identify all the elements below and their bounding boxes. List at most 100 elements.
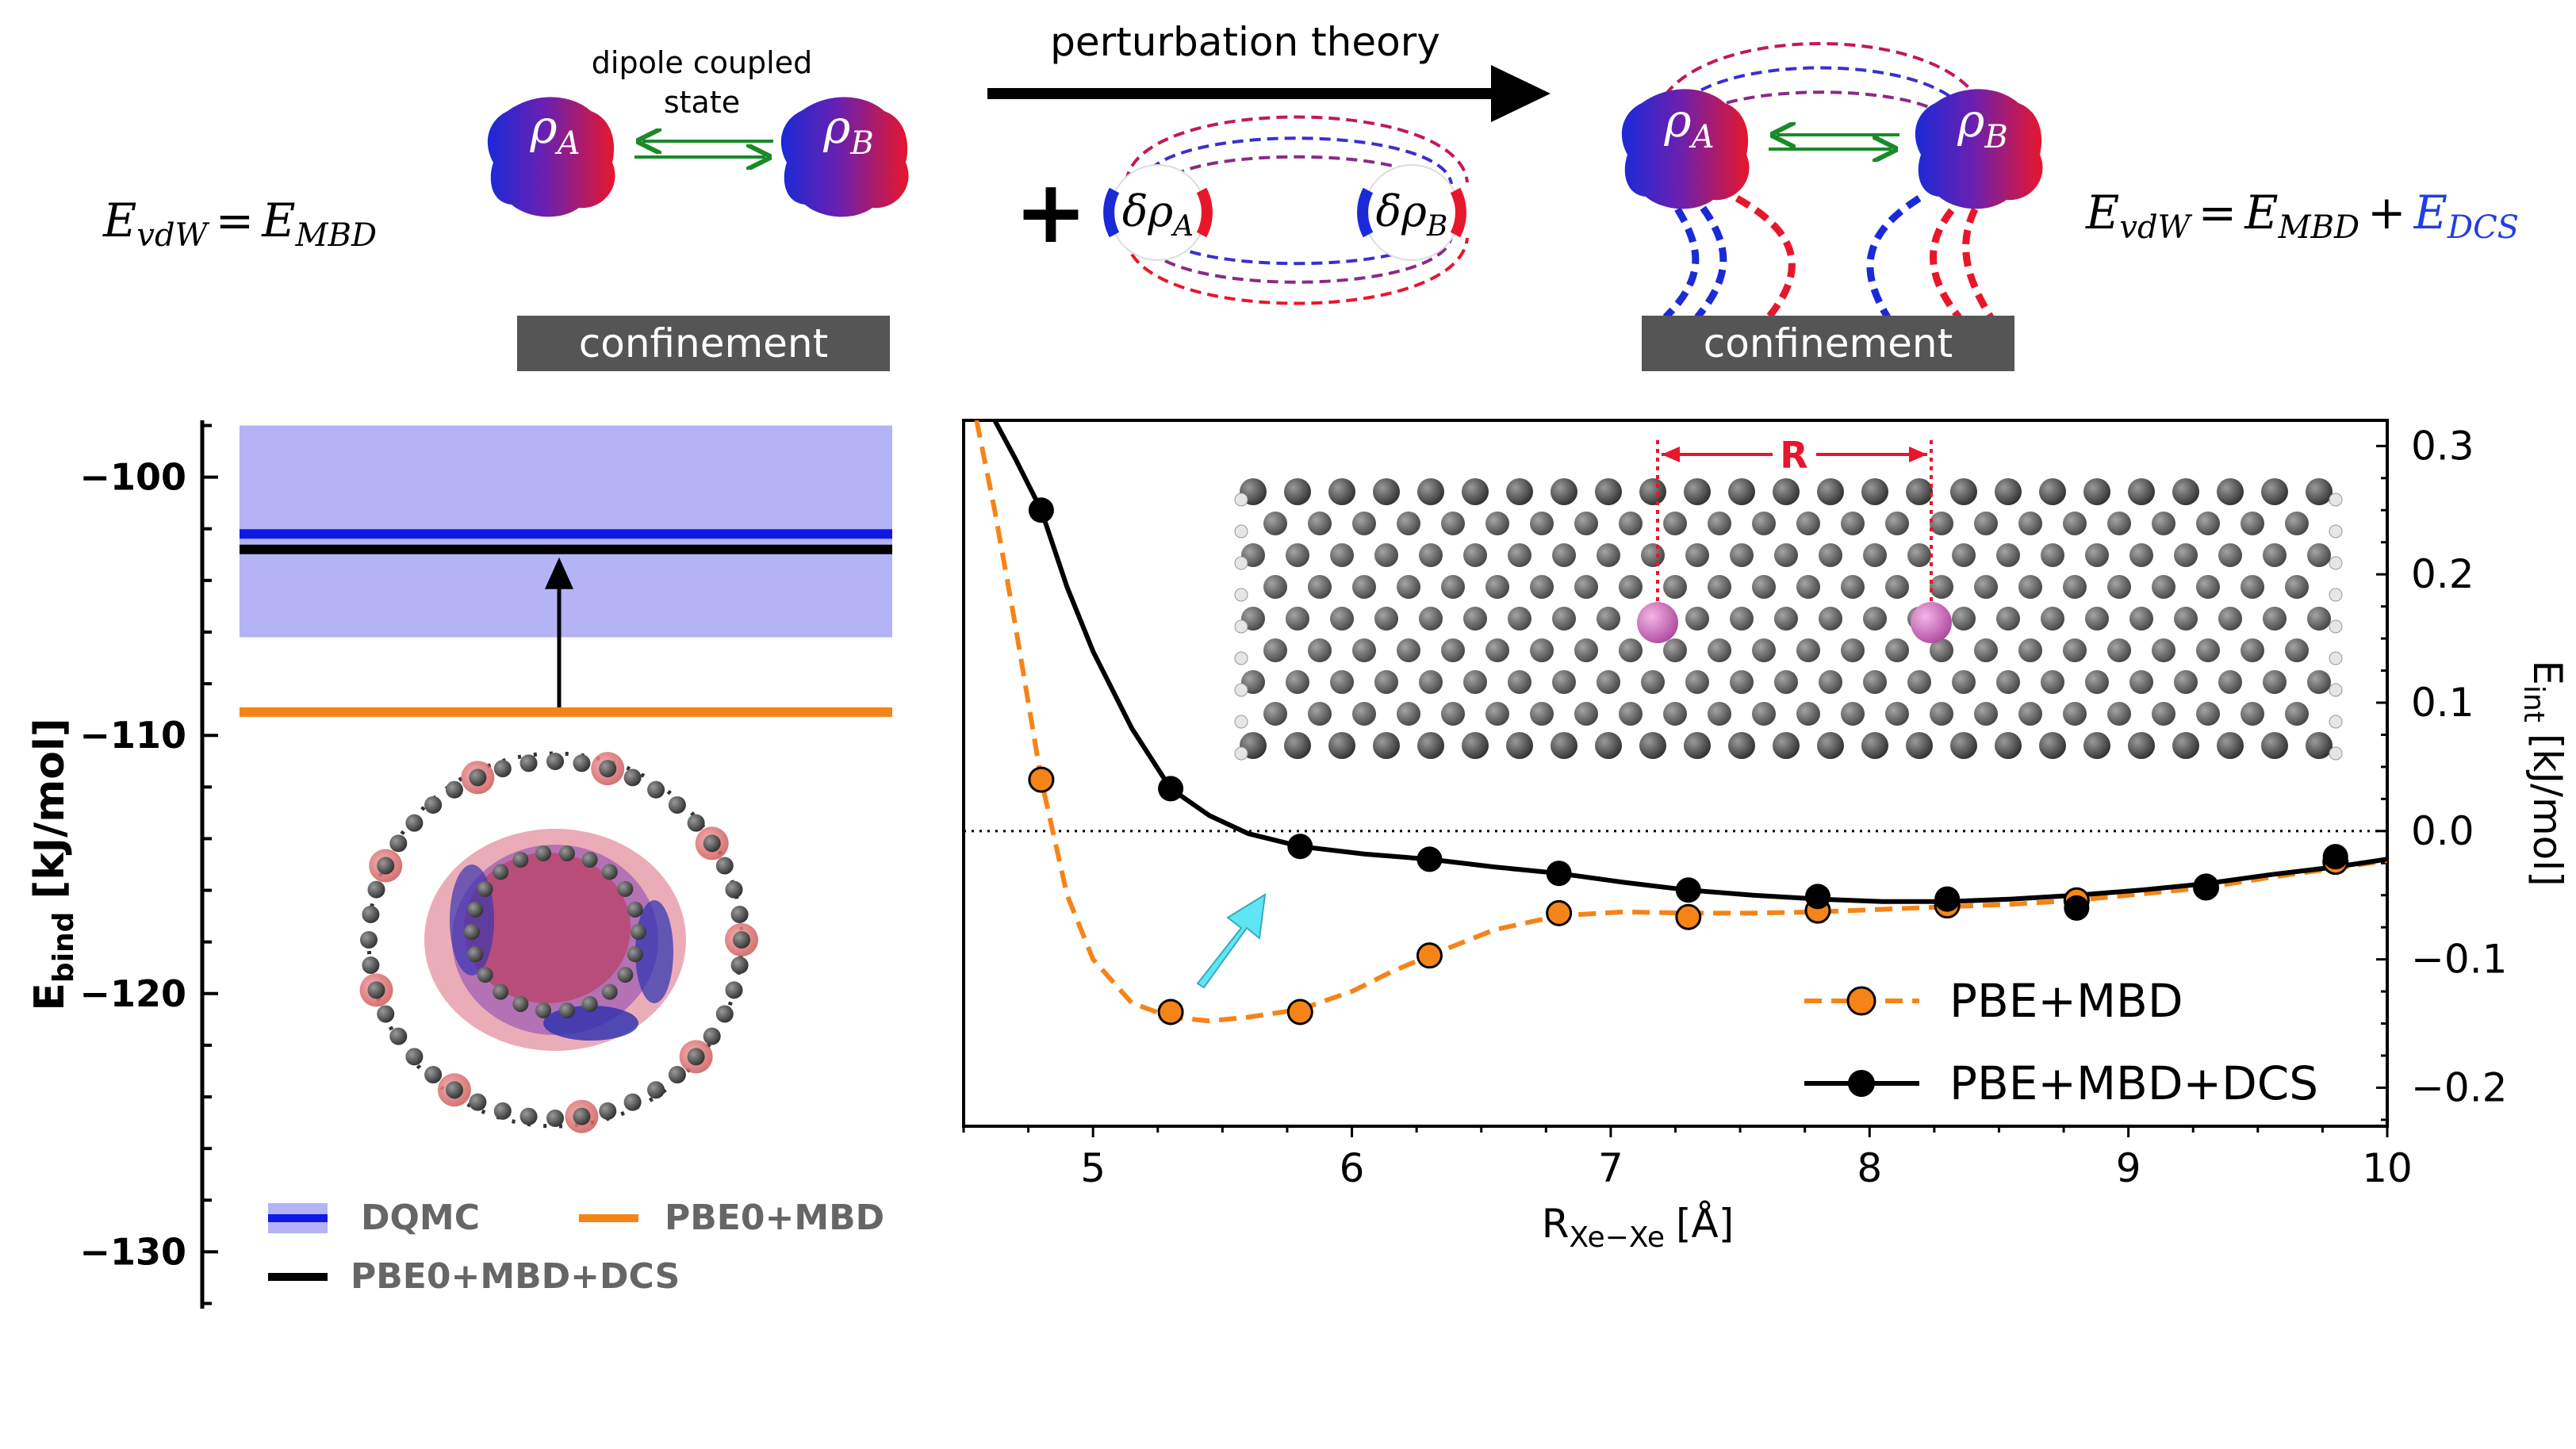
confinement-field-lines [1662, 188, 1994, 320]
carbon-atom [424, 1066, 443, 1084]
r-arrow-left [1662, 447, 1680, 462]
carbon-atom [535, 845, 552, 862]
carbon-atom [2285, 638, 2309, 662]
carbon-atom [1685, 607, 1709, 631]
carbon-atom [1773, 478, 1800, 505]
carbon-atom [2263, 607, 2287, 631]
carbon-atom [1328, 478, 1355, 505]
carbon-atom [377, 1005, 395, 1023]
carbon-atom [1441, 702, 1465, 726]
carbon-atom [581, 852, 598, 868]
carbon-atom [1817, 478, 1844, 505]
carbon-atom [1796, 638, 1820, 662]
carbon-atom [467, 901, 484, 918]
carbon-atom [1841, 512, 1865, 535]
pbe-mbd-dcs-point [1158, 776, 1184, 802]
hydrogen-atom [1234, 556, 1248, 570]
rho-b-label-right: ρB [1957, 94, 2008, 155]
carbon-atom [2152, 702, 2175, 726]
carbon-atom [1374, 670, 1398, 694]
right-equation: EvdW=EMBD+EDCS [2085, 186, 2519, 246]
carbon-atom [1352, 702, 1376, 726]
carbon-atom [1907, 543, 1931, 567]
dipole-coupled-label: dipole coupled [592, 45, 812, 80]
carbon-atom [725, 880, 743, 899]
carbon-atom [1684, 732, 1711, 759]
carbon-atom [1597, 543, 1620, 567]
carbon-atom [1373, 478, 1400, 505]
carbon-atom [1863, 670, 1887, 694]
carbon-atom [1574, 575, 1598, 599]
carbon-atom [2039, 732, 2066, 759]
carbon-atom [1639, 478, 1666, 505]
carbon-atom [1685, 670, 1709, 694]
carbon-atom [1308, 702, 1332, 726]
carbon-atom [1641, 543, 1665, 567]
carbon-atom [1551, 478, 1577, 505]
carbon-atom [623, 1093, 642, 1111]
carbon-atom [2018, 512, 2042, 535]
carbon-atom [1530, 638, 1554, 662]
carbon-atom [2128, 732, 2155, 759]
carbon-atom [1574, 512, 1598, 535]
hydrogen-atom [1234, 588, 1248, 602]
carbon-atom [1595, 478, 1622, 505]
pbe-mbd-point [1028, 766, 1055, 793]
density-blob-b-left: ρB [780, 97, 909, 217]
x-tick-label: 5 [1080, 1145, 1106, 1191]
hydrogen-atom [1234, 746, 1248, 761]
carbon-atom [1974, 575, 1998, 599]
xe-atom-1 [1637, 602, 1678, 643]
density-blob-a-left: ρA [487, 97, 615, 217]
carbon-atom [2085, 670, 2109, 694]
carbon-atom [377, 857, 395, 875]
pbe-mbd-dcs-point [1805, 884, 1830, 910]
density-blob-b-right: ρB [1915, 89, 2043, 209]
carbon-atom [601, 983, 618, 1000]
carbon-atom [1817, 732, 1844, 759]
carbon-atom [1352, 512, 1376, 535]
carbon-atom [1952, 543, 1976, 567]
right-legend: PBE+MBD PBE+MBD+DCS [1804, 974, 2318, 1110]
carbon-atom [1996, 543, 2020, 567]
carbon-atom [1641, 670, 1665, 694]
carbon-atom [493, 760, 512, 778]
carbon-atom [2041, 543, 2064, 567]
carbon-atom [1619, 638, 1643, 662]
carbon-atom [2129, 543, 2153, 567]
carbon-atom [1574, 702, 1598, 726]
carbon-atom [1861, 478, 1888, 505]
carbon-atom [1685, 543, 1709, 567]
carbon-atom [546, 1110, 564, 1127]
carbon-atom [1995, 732, 2022, 759]
carbon-atom [2196, 512, 2220, 535]
y-tick-label: 0.3 [2411, 423, 2474, 469]
carbon-atom [1574, 638, 1598, 662]
carbon-atom [1974, 638, 1998, 662]
carbon-atom [558, 1002, 575, 1018]
x-tick-label: 7 [1598, 1145, 1623, 1191]
carbon-atom [2152, 575, 2175, 599]
carbon-atom [1462, 478, 1489, 505]
carbon-atom [546, 753, 564, 770]
carbon-atom [1441, 575, 1465, 599]
carbon-atom [1508, 543, 1531, 567]
carbon-atom [1374, 607, 1398, 631]
carbon-atom [1974, 702, 1998, 726]
hydrogen-atom [1234, 619, 1248, 634]
carbon-atom [1708, 638, 1731, 662]
carbon-atom [1352, 638, 1376, 662]
x-tick-label: 10 [2362, 1145, 2413, 1191]
carbon-atom [1796, 575, 1820, 599]
legend-pbe-mbd-label: PBE+MBD [1949, 974, 2183, 1028]
carbon-atom [405, 1048, 424, 1066]
carbon-atom [1885, 575, 1909, 599]
carbon-atom [1841, 702, 1865, 726]
delta-rho-b: δρB [1357, 164, 1466, 261]
carbon-atom [1308, 575, 1332, 599]
carbon-atom [1263, 702, 1287, 726]
carbon-atom [2196, 638, 2220, 662]
carbon-atom [1463, 670, 1487, 694]
carbon-atom [424, 795, 443, 814]
carbon-atom [627, 901, 643, 918]
